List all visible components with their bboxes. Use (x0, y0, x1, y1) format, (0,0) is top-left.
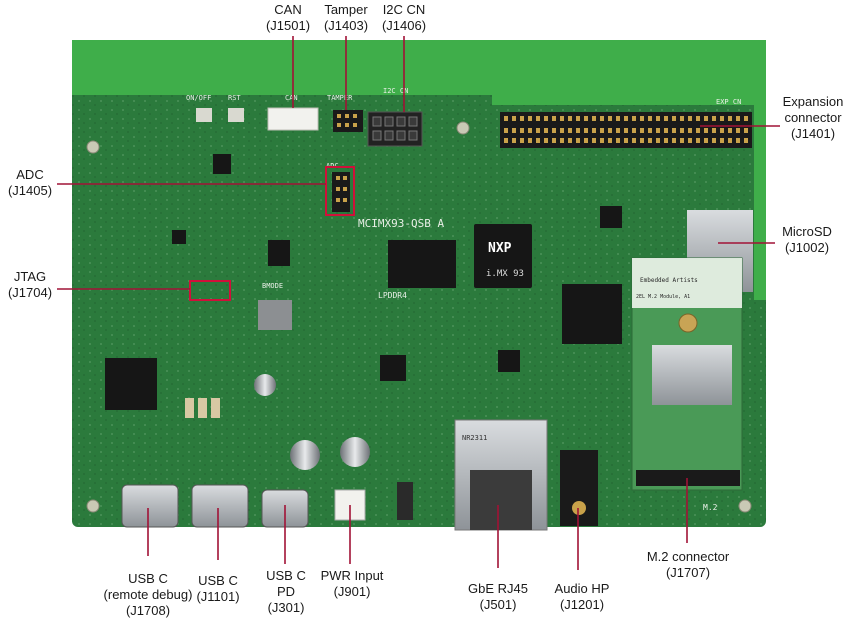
callout-gbe-rj45: GbE RJ45(J501) (468, 581, 528, 612)
adc-header (332, 172, 350, 212)
electrolytic-cap-1 (254, 374, 276, 396)
silk-board-name: MCIMX93-QSB A (358, 217, 444, 230)
pcb-edge-top-left (72, 40, 492, 95)
callout-microsd: MicroSD(J1002) (782, 224, 832, 255)
callout-usbc-j1101: USB C(J1101) (196, 573, 240, 604)
electrolytic-cap-3 (340, 437, 370, 467)
chip-small-4 (600, 206, 622, 228)
silk-tamper: TAMPER (327, 94, 353, 102)
leader-lines (57, 36, 780, 570)
usbc-1101-port (191, 484, 249, 528)
mcu-chip (105, 358, 157, 410)
reset-button (228, 108, 244, 122)
callout-usbc-remote-debug: USB C(remote debug)(J1708) (103, 571, 193, 618)
inductor (258, 300, 292, 330)
callout-i2c-cn: I2C CN(J1406) (381, 2, 427, 33)
silk-can: CAN (285, 94, 298, 102)
usbc-debug-port (121, 484, 179, 528)
callout-pwr-input: PWR Input(J901) (320, 568, 384, 599)
callout-jtag: JTAG(J1704) (7, 269, 53, 300)
on-off-button (196, 108, 212, 122)
chip-small-2 (268, 240, 290, 266)
jack-text: NR2311 (462, 434, 487, 442)
chip-right-mid (562, 284, 622, 344)
silk-bmode: BMODE (262, 282, 283, 290)
silk-on-off: ON/OFF (186, 94, 211, 102)
electrolytic-cap-2 (290, 440, 320, 470)
m2-connector (636, 470, 740, 486)
chip-small-1 (213, 154, 231, 174)
silk-m2: M.2 (703, 503, 718, 512)
expansion-connector-pins (500, 112, 752, 148)
callout-m2-connector: M.2 connector(J1707) (646, 549, 730, 580)
pcb-edge-top-right (492, 40, 766, 105)
imx93-soc (474, 224, 532, 288)
adc-highlight-box (325, 166, 355, 216)
soc-name: i.MX 93 (486, 269, 524, 279)
tamper-header (333, 110, 363, 132)
module-brand: Embedded Artists (640, 277, 698, 284)
jtag-highlight-box (189, 280, 231, 301)
lpddr4-chip (388, 240, 456, 288)
callout-can: CAN(J1501) (265, 2, 311, 33)
chip-small-5 (380, 355, 406, 381)
callout-tamper: Tamper(J1403) (323, 2, 369, 33)
callout-audio-hp: Audio HP(J1201) (554, 581, 610, 612)
soc-brand: NXP (488, 241, 512, 256)
chip-small-3 (498, 350, 520, 372)
module-text-1: 2EL M.2 Module, A1 (636, 294, 690, 300)
silk-rst: RST (228, 94, 241, 102)
slide-switch (397, 482, 413, 520)
silk-lpddr4: LPDDR4 (378, 291, 407, 300)
silk-i2c-cn: I2C CN (383, 87, 408, 95)
can-connector (267, 107, 319, 131)
callout-adc: ADC(J1405) (7, 167, 53, 198)
chip-small-6 (172, 230, 186, 244)
silk-exp-cn: EXP CN (716, 98, 741, 106)
